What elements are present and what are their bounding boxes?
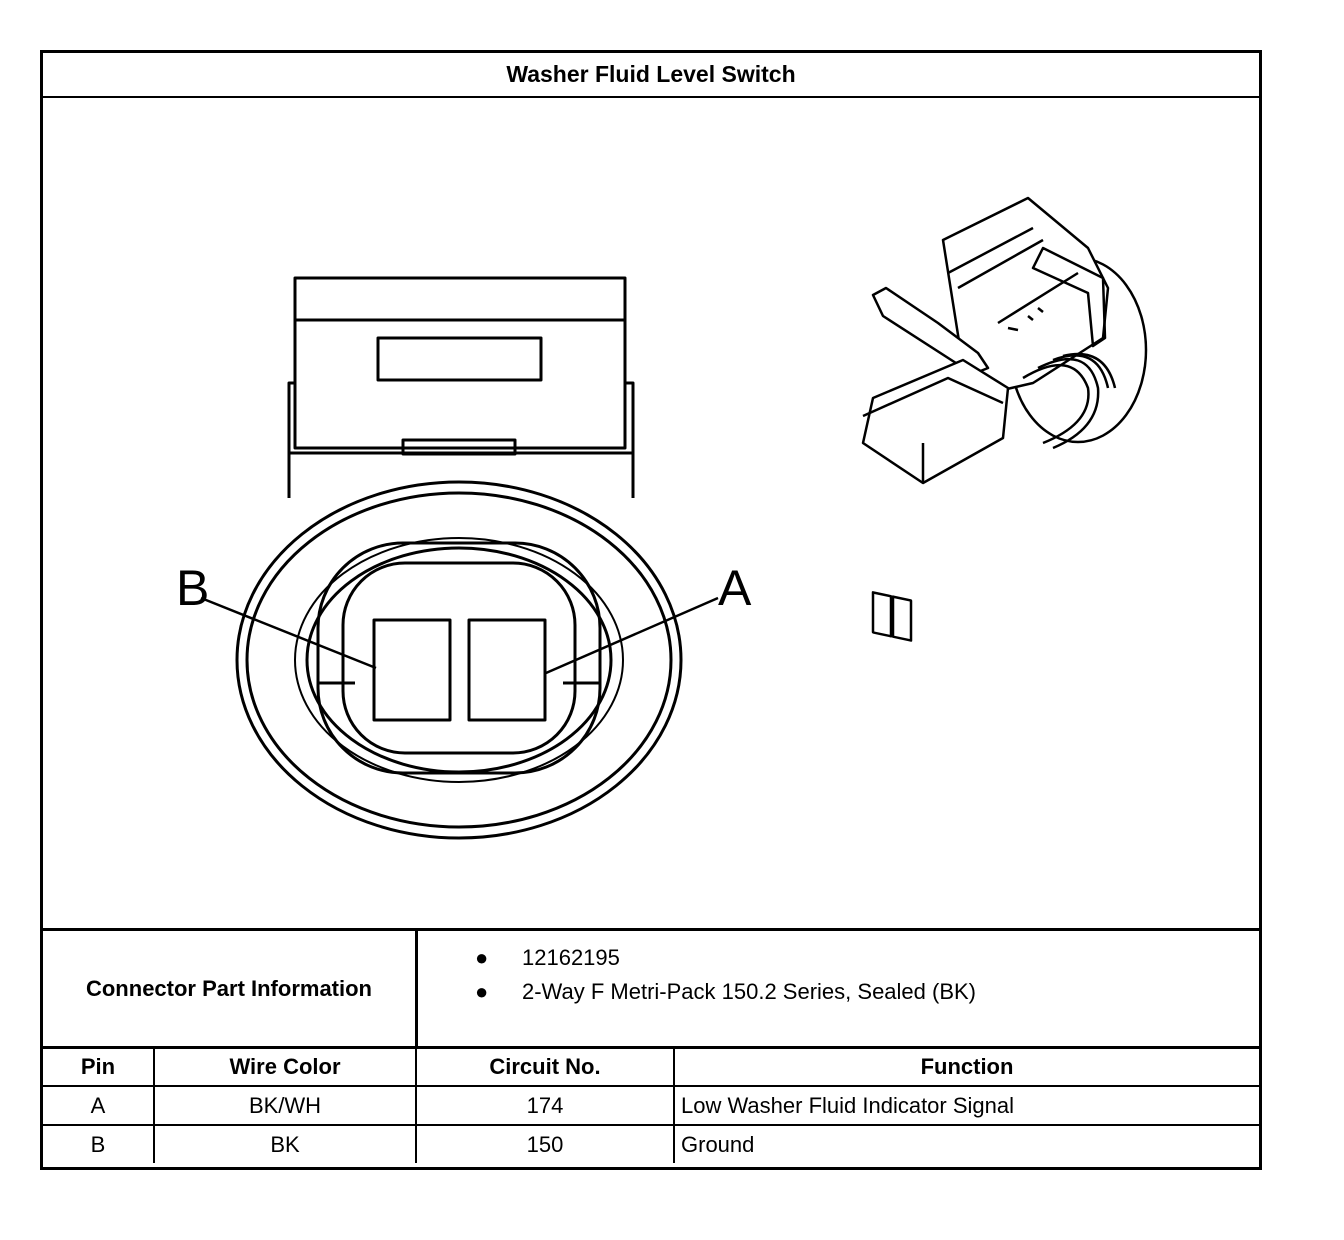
connector-latch xyxy=(287,276,635,498)
page-title: Washer Fluid Level Switch xyxy=(43,53,1259,98)
cavity-b xyxy=(372,618,452,722)
header-wire-color: Wire Color xyxy=(153,1046,417,1087)
part-number: 12162195 xyxy=(522,945,620,970)
cell-wire-color: BK/WH xyxy=(153,1085,417,1126)
connector-part-info: Connector Part Information ● 12162195 ● 2-… xyxy=(43,931,1259,1049)
connector-drawing: B A xyxy=(176,196,1148,840)
cell-wire-color: BK xyxy=(153,1124,417,1163)
header-circuit-no: Circuit No. xyxy=(415,1046,675,1087)
cell-function: Ground xyxy=(673,1124,1259,1163)
connector-info-label: Connector Part Information xyxy=(43,931,418,1046)
list-item: ● 12162195 xyxy=(418,941,1259,975)
connector-description: 2-Way F Metri-Pack 150.2 Series, Sealed … xyxy=(522,979,977,1004)
header-pin: Pin xyxy=(43,1046,155,1087)
pin-label-a: A xyxy=(718,560,752,616)
cell-pin: A xyxy=(43,1085,155,1126)
table-header-row: Pin Wire Color Circuit No. Function xyxy=(43,1046,1259,1087)
list-item: ● 2-Way F Metri-Pack 150.2 Series, Sealed… xyxy=(418,975,1259,1009)
bullet-icon: ● xyxy=(475,979,489,1004)
bullet-icon: ● xyxy=(475,945,489,970)
header-function: Function xyxy=(673,1046,1259,1087)
cell-pin: B xyxy=(43,1124,155,1163)
leader-line-a xyxy=(545,596,719,675)
connector-sheet: Washer Fluid Level Switch xyxy=(40,50,1262,1170)
table-row: A BK/WH 174 Low Washer Fluid Indicator S… xyxy=(43,1085,1259,1126)
pin-table: Pin Wire Color Circuit No. Function A BK… xyxy=(43,1046,1259,1163)
cell-function: Low Washer Fluid Indicator Signal xyxy=(673,1085,1259,1126)
pin-label-b: B xyxy=(176,560,209,616)
cell-circuit: 150 xyxy=(415,1124,675,1163)
leader-line-b xyxy=(200,596,377,670)
connector-body xyxy=(235,480,683,840)
cavity-a xyxy=(467,618,547,722)
cell-circuit: 174 xyxy=(415,1085,675,1126)
connector-figure: B A xyxy=(43,98,1259,931)
connector-isometric-view xyxy=(861,196,1148,642)
connector-info-list: ● 12162195 ● 2-Way F Metri-Pack 150.2 Seri… xyxy=(418,941,1259,1009)
table-row: B BK 150 Ground xyxy=(43,1124,1259,1163)
